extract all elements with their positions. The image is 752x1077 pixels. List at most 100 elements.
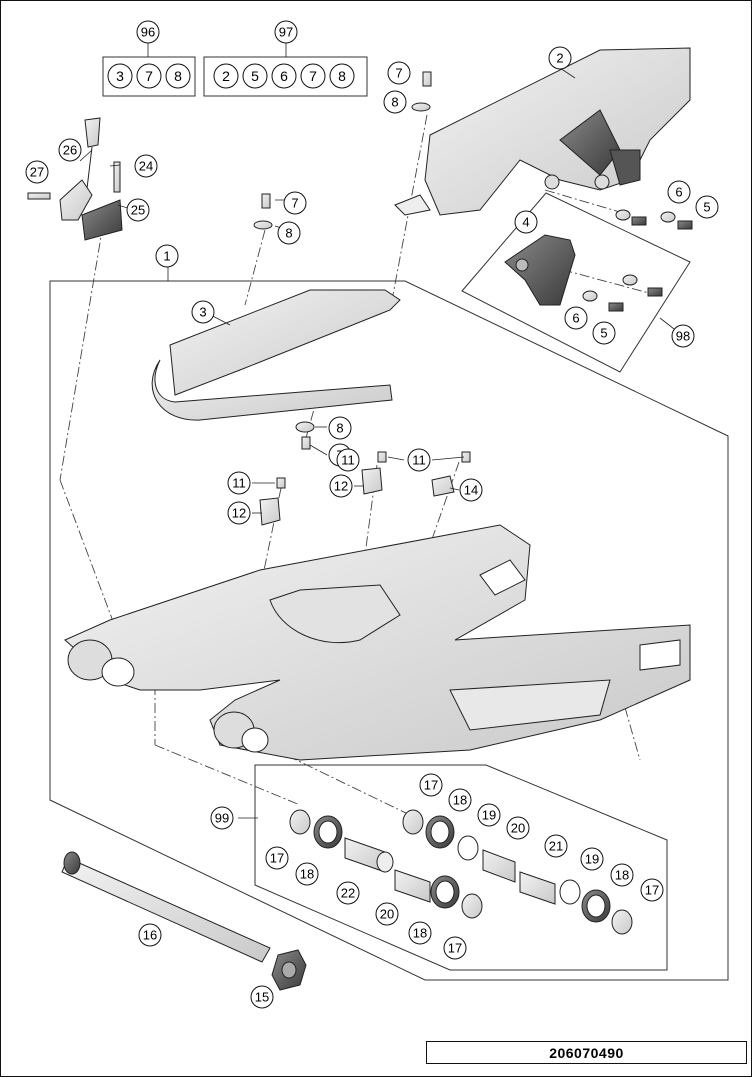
callout-label: 26 [63, 143, 77, 158]
callout-17: 17 [419, 773, 443, 797]
callout-circle [610, 863, 634, 887]
callout-label: 5 [703, 200, 710, 215]
callout-14: 14 [459, 478, 483, 502]
callout-1: 1 [155, 244, 179, 268]
callout-label: 18 [413, 926, 427, 941]
callout-label: 27 [30, 165, 44, 180]
cable-clips [259, 467, 455, 526]
callout-circle [448, 788, 472, 812]
callout-circle [580, 847, 604, 871]
callout-circle [667, 180, 691, 204]
callout-label: 22 [341, 886, 355, 901]
callout-98: 98 [671, 324, 695, 348]
callout-circle [295, 862, 319, 886]
kit-96-box [102, 56, 196, 97]
callout-circle [544, 834, 568, 858]
callout-label: 24 [139, 159, 153, 174]
kit-item-label: 6 [280, 68, 288, 84]
callout-circle [564, 306, 588, 330]
callout-circle [329, 474, 353, 498]
callout-label: 2 [556, 51, 563, 66]
callout-label: 11 [412, 453, 426, 468]
kit-99-outline [254, 764, 668, 971]
callout-26: 26 [58, 138, 82, 162]
callout-label: 7 [395, 66, 402, 81]
kit-98-outline [461, 192, 691, 373]
chain-guide [394, 47, 691, 216]
callout-22: 22 [336, 881, 360, 905]
callout-18: 18 [408, 921, 432, 945]
callout-label: 96 [141, 25, 155, 40]
callout-circle [274, 20, 298, 44]
kit-item-label: 2 [222, 68, 230, 84]
callout-7: 7 [387, 61, 411, 85]
callout-6: 6 [564, 306, 588, 330]
callout-label: 6 [572, 311, 579, 326]
callout-circle [548, 46, 572, 70]
callout-99: 99 [210, 806, 234, 830]
callout-label: 1 [163, 249, 170, 264]
callout-label: 18 [453, 793, 467, 808]
callout-label: 99 [215, 811, 229, 826]
callout-circle [227, 501, 251, 525]
callout-label: 11 [341, 453, 355, 468]
callout-label: 17 [645, 883, 659, 898]
callout-11: 11 [227, 471, 251, 495]
callout-circle [459, 478, 483, 502]
callout-circle [134, 154, 158, 178]
callout-circle [265, 846, 289, 870]
callout-circle [408, 921, 432, 945]
callout-circle [328, 416, 352, 440]
callout-label: 17 [270, 851, 284, 866]
callout-label: 6 [675, 185, 682, 200]
callout-circle [514, 210, 538, 234]
callout-circle [443, 936, 467, 960]
callout-label: 12 [232, 506, 246, 521]
callout-circle [671, 324, 695, 348]
fasteners [253, 71, 693, 489]
document-number: 206070490 [426, 1041, 747, 1064]
callout-12: 12 [227, 501, 251, 525]
callout-27: 27 [25, 160, 49, 184]
callout-4: 4 [514, 210, 538, 234]
callout-2: 2 [548, 46, 572, 70]
kit-item-label: 7 [145, 68, 153, 84]
callout-circle [419, 773, 443, 797]
kit-item-circle [213, 63, 239, 89]
callout-15: 15 [250, 985, 274, 1009]
callout-circle [387, 61, 411, 85]
callout-label: 8 [391, 95, 398, 110]
callout-circle [375, 902, 399, 926]
callout-20: 20 [506, 816, 530, 840]
callout-circle [227, 471, 251, 495]
callout-18: 18 [295, 862, 319, 886]
callout-label: 14 [464, 483, 478, 498]
callout-19: 19 [477, 803, 501, 827]
callout-label: 4 [522, 215, 529, 230]
kit-item-label: 5 [251, 68, 259, 84]
callout-label: 18 [300, 867, 314, 882]
callout-circle [58, 138, 82, 162]
callout-circle [136, 20, 160, 44]
callout-label: 20 [380, 907, 394, 922]
callout-17: 17 [640, 878, 664, 902]
callout-8: 8 [328, 416, 352, 440]
callout-label: 21 [549, 839, 563, 854]
kit-item-label: 8 [338, 68, 346, 84]
callout-circle [210, 806, 234, 830]
callout-20: 20 [375, 902, 399, 926]
callout-3: 3 [191, 300, 215, 324]
bearing-kit [289, 809, 633, 935]
callout-19: 19 [580, 847, 604, 871]
callout-label: 18 [615, 868, 629, 883]
callout-label: 11 [232, 476, 246, 491]
callout-7: 7 [283, 191, 307, 215]
callout-circle [277, 221, 301, 245]
callout-label: 3 [199, 305, 206, 320]
callout-label: 16 [143, 928, 157, 943]
callout-label: 98 [676, 329, 690, 344]
kit-item-label: 8 [174, 68, 182, 84]
callout-label: 5 [600, 326, 607, 341]
